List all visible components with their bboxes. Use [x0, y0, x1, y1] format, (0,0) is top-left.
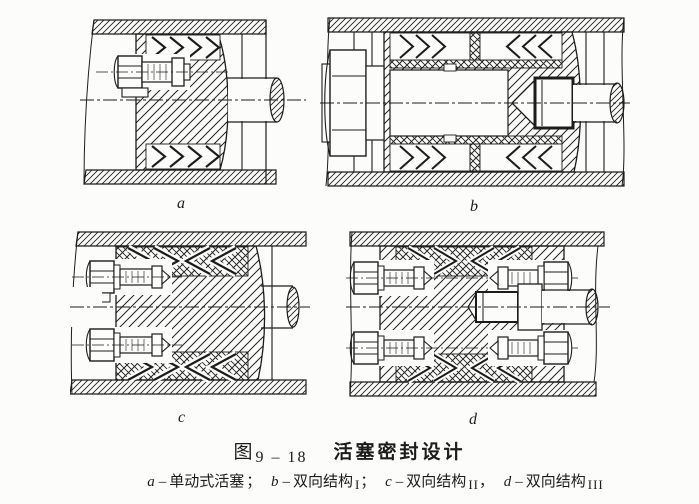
cylinder-walls [349, 231, 605, 397]
drawing-c-bidirectional-structure-2 [70, 231, 310, 395]
caption-fig-number: 9 – 18 [255, 449, 308, 466]
panel-label-c: c [178, 409, 186, 426]
clamp-bolt-left-lower [346, 330, 578, 366]
caption-title: 活塞密封设计 [333, 442, 466, 463]
drawing-a-single-acting-piston [80, 19, 306, 185]
retaining-bolt [96, 54, 230, 98]
drawing-b-bidirectional-structure-1 [320, 17, 630, 187]
cylinder-walls [325, 17, 625, 187]
legend-item-a: a–单动式活塞； [147, 474, 262, 490]
clamp-bolt-lower [72, 327, 182, 363]
piston-rod [70, 285, 300, 329]
panel-label-d: d [469, 411, 477, 428]
caption-fig-prefix: 图 [233, 442, 254, 463]
chevron-seals-top [389, 32, 563, 69]
chevron-seals-bottom [389, 135, 563, 172]
panel-label-a: a [177, 195, 185, 212]
drawing-d-bidirectional-structure-3 [346, 231, 610, 397]
chevron-seals-bottom [145, 143, 221, 170]
clamp-bolt-right-lower [488, 330, 573, 366]
clamp-bolt-left-upper [346, 260, 578, 296]
panel-label-b: b [470, 198, 478, 215]
